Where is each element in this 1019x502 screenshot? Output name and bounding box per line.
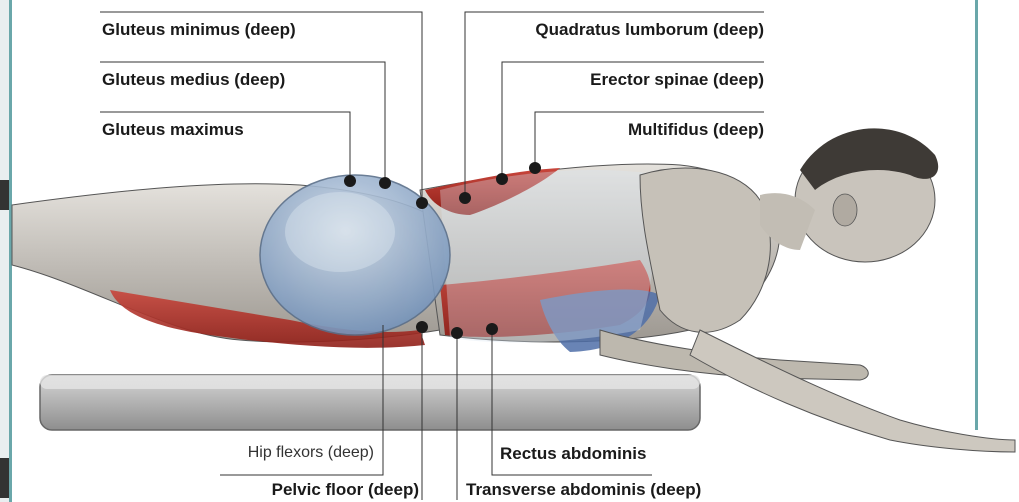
label-hip-flexors: Hip flexors (deep)	[248, 444, 374, 462]
dot-pelvic-floor	[416, 321, 428, 333]
dot-multifidus	[529, 162, 541, 174]
label-gluteus-minimus: Gluteus minimus (deep)	[102, 20, 296, 40]
label-gluteus-maximus: Gluteus maximus	[102, 120, 244, 140]
label-transverse-abdominis: Transverse abdominis (deep)	[466, 480, 701, 500]
dot-rectus-abdominis	[486, 323, 498, 335]
exercise-mat	[40, 375, 700, 430]
dot-gluteus-maximus	[344, 175, 356, 187]
label-gluteus-medius: Gluteus medius (deep)	[102, 70, 285, 90]
label-multifidus: Multifidus (deep)	[628, 120, 764, 140]
label-quadratus-lumborum: Quadratus lumborum (deep)	[535, 20, 764, 40]
label-erector-spinae: Erector spinae (deep)	[590, 70, 764, 90]
dot-gluteus-minimus	[416, 197, 428, 209]
dot-quadratus-lumborum	[459, 192, 471, 204]
dot-gluteus-medius	[379, 177, 391, 189]
label-rectus-abdominis: Rectus abdominis	[500, 444, 646, 464]
dot-transverse-abdominis	[451, 327, 463, 339]
dot-erector-spinae	[496, 173, 508, 185]
label-pelvic-floor: Pelvic floor (deep)	[272, 480, 419, 500]
